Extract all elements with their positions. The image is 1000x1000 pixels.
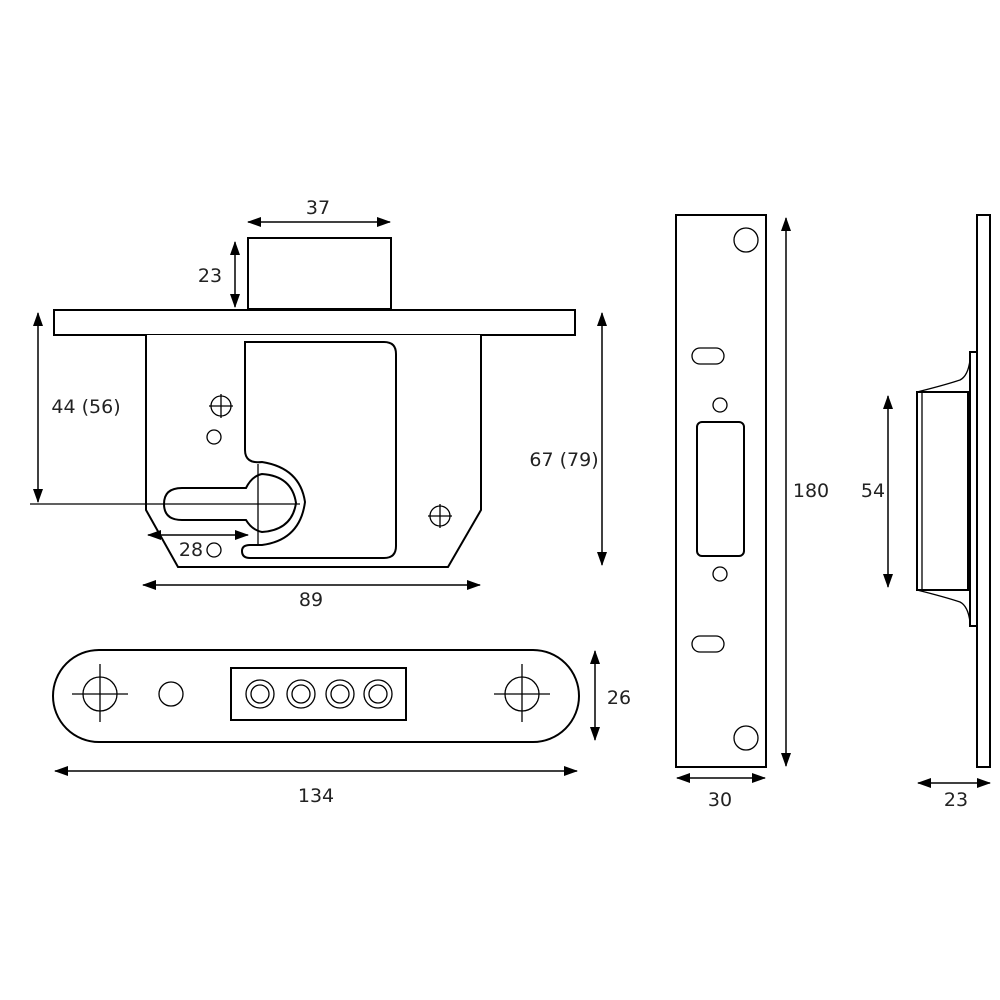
bolt-receiver	[230, 667, 407, 721]
lock-case-front-view: 37 23 44 (56) 67 (79) 28 89	[30, 197, 607, 611]
strike-small-hole	[158, 681, 184, 707]
strike-plate-view: 26 134	[52, 649, 631, 807]
dim-side-height: 54	[861, 480, 885, 502]
dim-side-depth: 23	[944, 789, 968, 811]
dim-keyhole-offset: 28	[179, 539, 203, 561]
dim-keep-height: 26	[607, 687, 631, 709]
dim-faceplate-width: 30	[708, 789, 732, 811]
side-case	[916, 391, 969, 591]
keyhole	[162, 472, 298, 534]
dim-case-width: 89	[299, 589, 323, 611]
bolt-slot	[696, 421, 745, 557]
side-plate	[976, 214, 991, 768]
dim-bolt-height: 23	[198, 265, 222, 287]
faceplate-view: 180 30	[675, 214, 829, 811]
bolt	[247, 237, 392, 310]
dim-keep-length: 134	[298, 785, 334, 807]
pin-hole-lower	[206, 542, 222, 558]
dim-faceplate-height: 180	[793, 480, 829, 502]
dim-backset-large: 67 (79)	[529, 449, 598, 471]
dim-bolt-width: 37	[306, 197, 330, 219]
dim-backset-small: 44 (56)	[51, 396, 120, 418]
lever-window	[240, 341, 397, 559]
pin-hole-upper	[206, 429, 222, 445]
forend-bar	[53, 309, 576, 336]
side-view: 54 23	[861, 214, 991, 811]
